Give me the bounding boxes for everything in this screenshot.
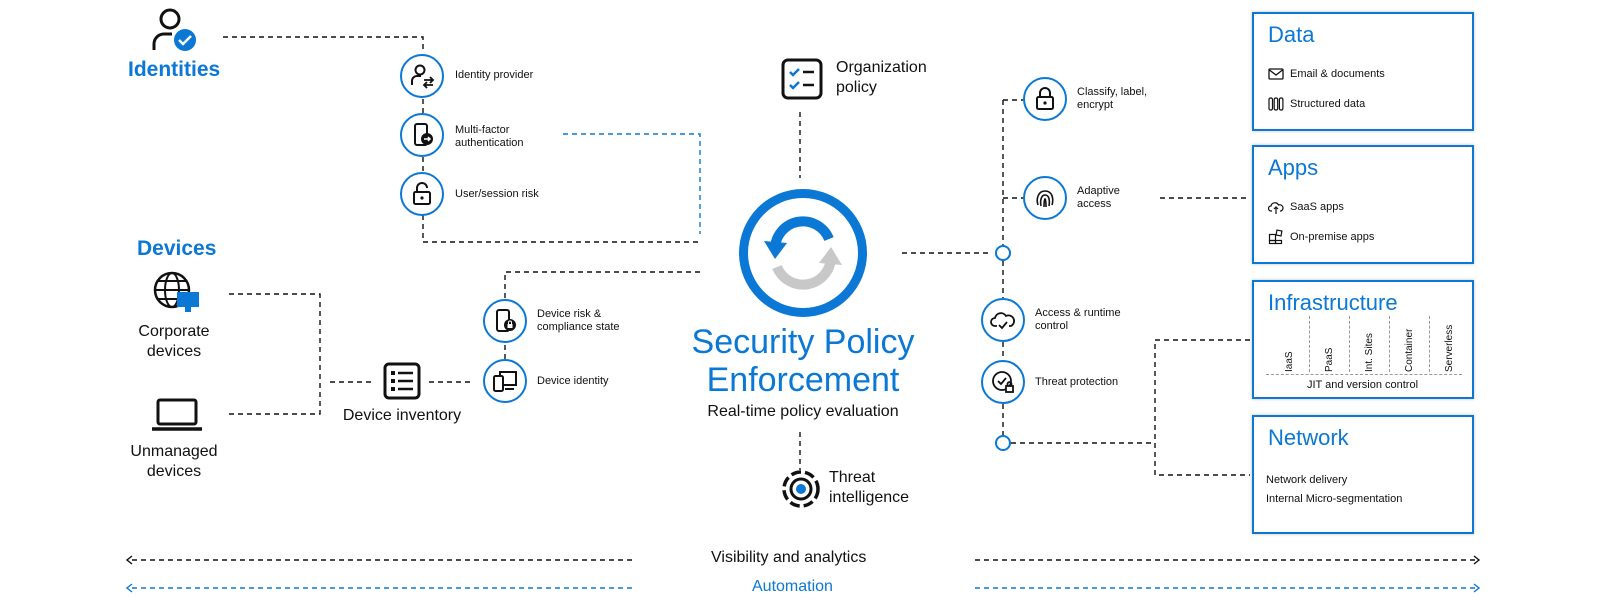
- apps-item: SaaS apps: [1268, 199, 1344, 215]
- phone-lock-icon: [483, 299, 527, 343]
- fingerprint-icon: [1023, 176, 1067, 220]
- network-item: Internal Micro-segmentation: [1266, 493, 1403, 505]
- automation-label: Automation: [752, 578, 833, 595]
- column-divider: [1429, 316, 1430, 372]
- user-check-icon: [150, 8, 200, 54]
- phone-arrow-icon: [400, 113, 444, 157]
- apps-box: Apps SaaS apps On-premise apps: [1252, 145, 1474, 264]
- devices-icon: [483, 359, 527, 403]
- organization-policy-label: Organization policy: [836, 59, 927, 96]
- infrastructure-box-title: Infrastructure: [1268, 290, 1398, 315]
- device-node-label: Device identity: [537, 375, 609, 387]
- shield-check-icon: [981, 360, 1025, 404]
- data-item: Structured data: [1268, 96, 1365, 112]
- center-title: Security Policy Enforcement: [660, 323, 946, 399]
- lock-icon: [1023, 77, 1067, 121]
- column-divider: [1349, 316, 1350, 372]
- infra-column: PaaS: [1324, 347, 1335, 372]
- infra-column: IaaS: [1284, 351, 1295, 372]
- sync-icon: [737, 187, 869, 319]
- infrastructure-box: Infrastructure IaaS PaaS Int. Sites Cont…: [1252, 280, 1474, 399]
- column-divider: [1309, 316, 1310, 372]
- laptop-icon: [150, 396, 204, 434]
- list-icon: [383, 362, 421, 400]
- network-item: Network delivery: [1266, 474, 1348, 486]
- corporate-devices-label: Corporate devices: [138, 323, 210, 360]
- identity-node-label: Multi-factor authentication: [455, 124, 524, 149]
- infra-footer-line: [1266, 374, 1462, 375]
- checklist-icon: [781, 58, 823, 100]
- apps-item: On-premise apps: [1268, 229, 1374, 245]
- devices-heading: Devices: [137, 237, 217, 260]
- column-divider: [1389, 316, 1390, 372]
- infra-column: Serverless: [1444, 324, 1455, 372]
- radar-icon: [781, 469, 821, 509]
- envelope-icon: [1268, 68, 1284, 80]
- network-box: Network Network delivery Internal Micro-…: [1252, 415, 1474, 534]
- unlock-icon: [400, 172, 444, 216]
- apps-box-title: Apps: [1268, 155, 1319, 180]
- center-title-line1: Security Policy: [691, 323, 915, 361]
- data-box: Data Email & documents Structured data: [1252, 12, 1474, 131]
- infra-footer: JIT and version control: [1306, 379, 1419, 391]
- threat-intelligence-label: Threat intelligence: [829, 469, 910, 506]
- identities-heading: Identities: [128, 58, 221, 81]
- device-inventory-label: Device inventory: [342, 407, 462, 424]
- device-node-label: Device risk & compliance state: [537, 308, 620, 333]
- infra-column: Int. Sites: [1364, 333, 1375, 372]
- cloud-upload-icon: [1268, 202, 1284, 214]
- globe-monitor-icon: [152, 270, 202, 314]
- right-node-label: Threat protection: [1035, 376, 1119, 388]
- center-subtitle: Real-time policy evaluation: [707, 403, 899, 420]
- app-grid-icon: [1268, 229, 1283, 245]
- cloud-check-icon: [981, 298, 1025, 342]
- identity-node-label: User/session risk: [455, 188, 539, 200]
- database-columns-icon: [1268, 97, 1284, 111]
- right-node-label: Access & runtime control: [1035, 307, 1121, 332]
- unmanaged-devices-label: Unmanaged devices: [130, 443, 218, 480]
- center-title-line2: Enforcement: [706, 361, 900, 399]
- right-node-label: Adaptive access: [1077, 185, 1120, 210]
- infra-column: Container: [1404, 328, 1415, 372]
- user-swap-icon: [400, 54, 444, 98]
- data-box-title: Data: [1268, 22, 1315, 47]
- data-item: Email & documents: [1268, 66, 1385, 82]
- network-box-title: Network: [1268, 425, 1349, 450]
- right-node-label: Classify, label, encrypt: [1077, 86, 1148, 111]
- visibility-analytics-label: Visibility and analytics: [711, 549, 867, 566]
- identity-node-label: Identity provider: [455, 69, 534, 81]
